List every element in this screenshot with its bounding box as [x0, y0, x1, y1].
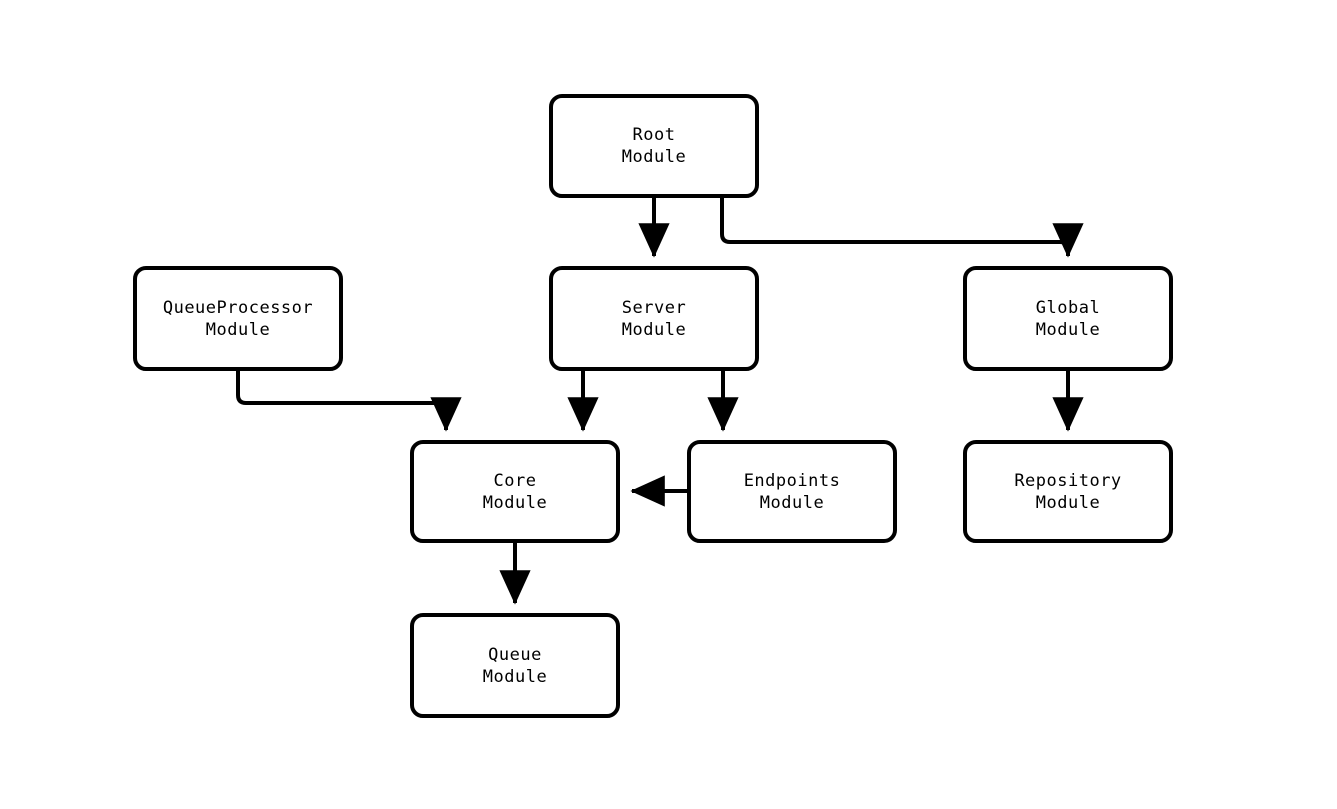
node-endpoints-module[interactable]: Endpoints Module [687, 440, 897, 543]
node-repository-module[interactable]: Repository Module [963, 440, 1173, 543]
node-global-module[interactable]: Global Module [963, 266, 1173, 371]
node-label: Queue Module [482, 644, 548, 687]
node-label: Root Module [621, 125, 687, 167]
edge-root-global [720, 198, 1084, 258]
node-queueprocessor-module[interactable]: QueueProcessor Module [133, 266, 343, 371]
node-label: QueueProcessor Module [162, 297, 314, 340]
edge-queueprocessor-core [236, 371, 462, 432]
node-label: Global Module [1035, 297, 1101, 340]
node-label: Core Module [482, 470, 548, 513]
node-label: Endpoints Module [743, 470, 841, 513]
node-core-module[interactable]: Core Module [410, 440, 620, 543]
node-queue-module[interactable]: Queue Module [410, 613, 620, 718]
node-label: Repository Module [1014, 470, 1122, 513]
node-label: Server Module [621, 297, 687, 340]
node-root-module[interactable]: Root Module [549, 94, 759, 198]
node-server-module[interactable]: Server Module [549, 266, 759, 371]
